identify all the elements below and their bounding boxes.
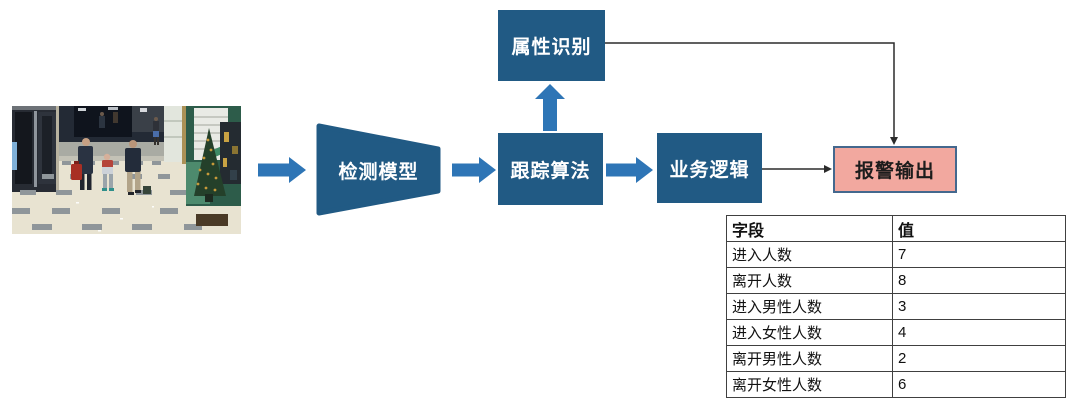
node-tracking-algorithm: 跟踪算法: [498, 133, 603, 205]
table-row: 离开人数 8: [726, 267, 1066, 294]
header-value: 值: [892, 215, 1066, 242]
cell-value: 4: [892, 319, 1066, 346]
cell-field: 进入男性人数: [726, 293, 893, 320]
node-business-logic: 业务逻辑: [657, 133, 762, 203]
node-attribute-recognition: 属性识别: [498, 10, 605, 81]
corridor-entrance: [56, 106, 166, 142]
node-tracking-label: 跟踪算法: [510, 160, 591, 182]
node-detection-label: 检测模型: [338, 161, 419, 183]
cell-field: 离开人数: [726, 267, 893, 294]
connector-attribute-to-alarm: [605, 42, 895, 139]
christmas-tree: [194, 128, 226, 202]
table-row: 离开男性人数 2: [726, 345, 1066, 372]
cell-value: 6: [892, 371, 1066, 398]
cell-value: 7: [892, 241, 1066, 268]
flow-arrow-up: [535, 84, 565, 131]
floor-sign: [143, 186, 151, 194]
cell-value: 3: [892, 293, 1066, 320]
distant-pedestrians: [99, 112, 159, 145]
surveillance-photo: [12, 106, 241, 234]
cell-field: 进入女性人数: [726, 319, 893, 346]
connector-business-arrowhead: [824, 165, 832, 173]
table-header-row: 字段 值: [726, 215, 1066, 242]
node-business-label: 业务逻辑: [669, 159, 750, 181]
node-alarm-label: 报警输出: [854, 161, 935, 182]
cell-field: 离开女性人数: [726, 371, 893, 398]
cell-value: 2: [892, 345, 1066, 372]
table-row: 进入男性人数 3: [726, 293, 1066, 320]
cell-field: 离开男性人数: [726, 345, 893, 372]
table-row: 离开女性人数 6: [726, 371, 1066, 398]
node-alarm-output: 报警输出: [833, 146, 957, 193]
entry-mat: [196, 214, 228, 226]
connector-attribute-arrowhead: [890, 137, 898, 145]
results-table: 字段 值 进入人数 7 离开人数 8 进入男性人数 3 进入女性人数 4 离开男…: [726, 215, 1066, 398]
cell-field: 进入人数: [726, 241, 893, 268]
pedestrian-child: [102, 153, 114, 191]
table-row: 进入人数 7: [726, 241, 1066, 268]
cell-value: 8: [892, 267, 1066, 294]
pedestrian-adult-khaki: [125, 140, 141, 195]
flow-arrow-1: [258, 157, 306, 183]
node-attribute-label: 属性识别: [511, 37, 592, 58]
node-detection-model: 检测模型: [317, 146, 440, 194]
pedestrian-adult-red-bag: [71, 138, 93, 190]
elevator-doors: [12, 106, 59, 192]
table-row: 进入女性人数 4: [726, 319, 1066, 346]
header-field: 字段: [726, 215, 893, 242]
flow-arrow-3: [606, 157, 653, 183]
flow-arrow-2: [452, 157, 496, 183]
surveillance-photo-scene: [12, 106, 241, 234]
